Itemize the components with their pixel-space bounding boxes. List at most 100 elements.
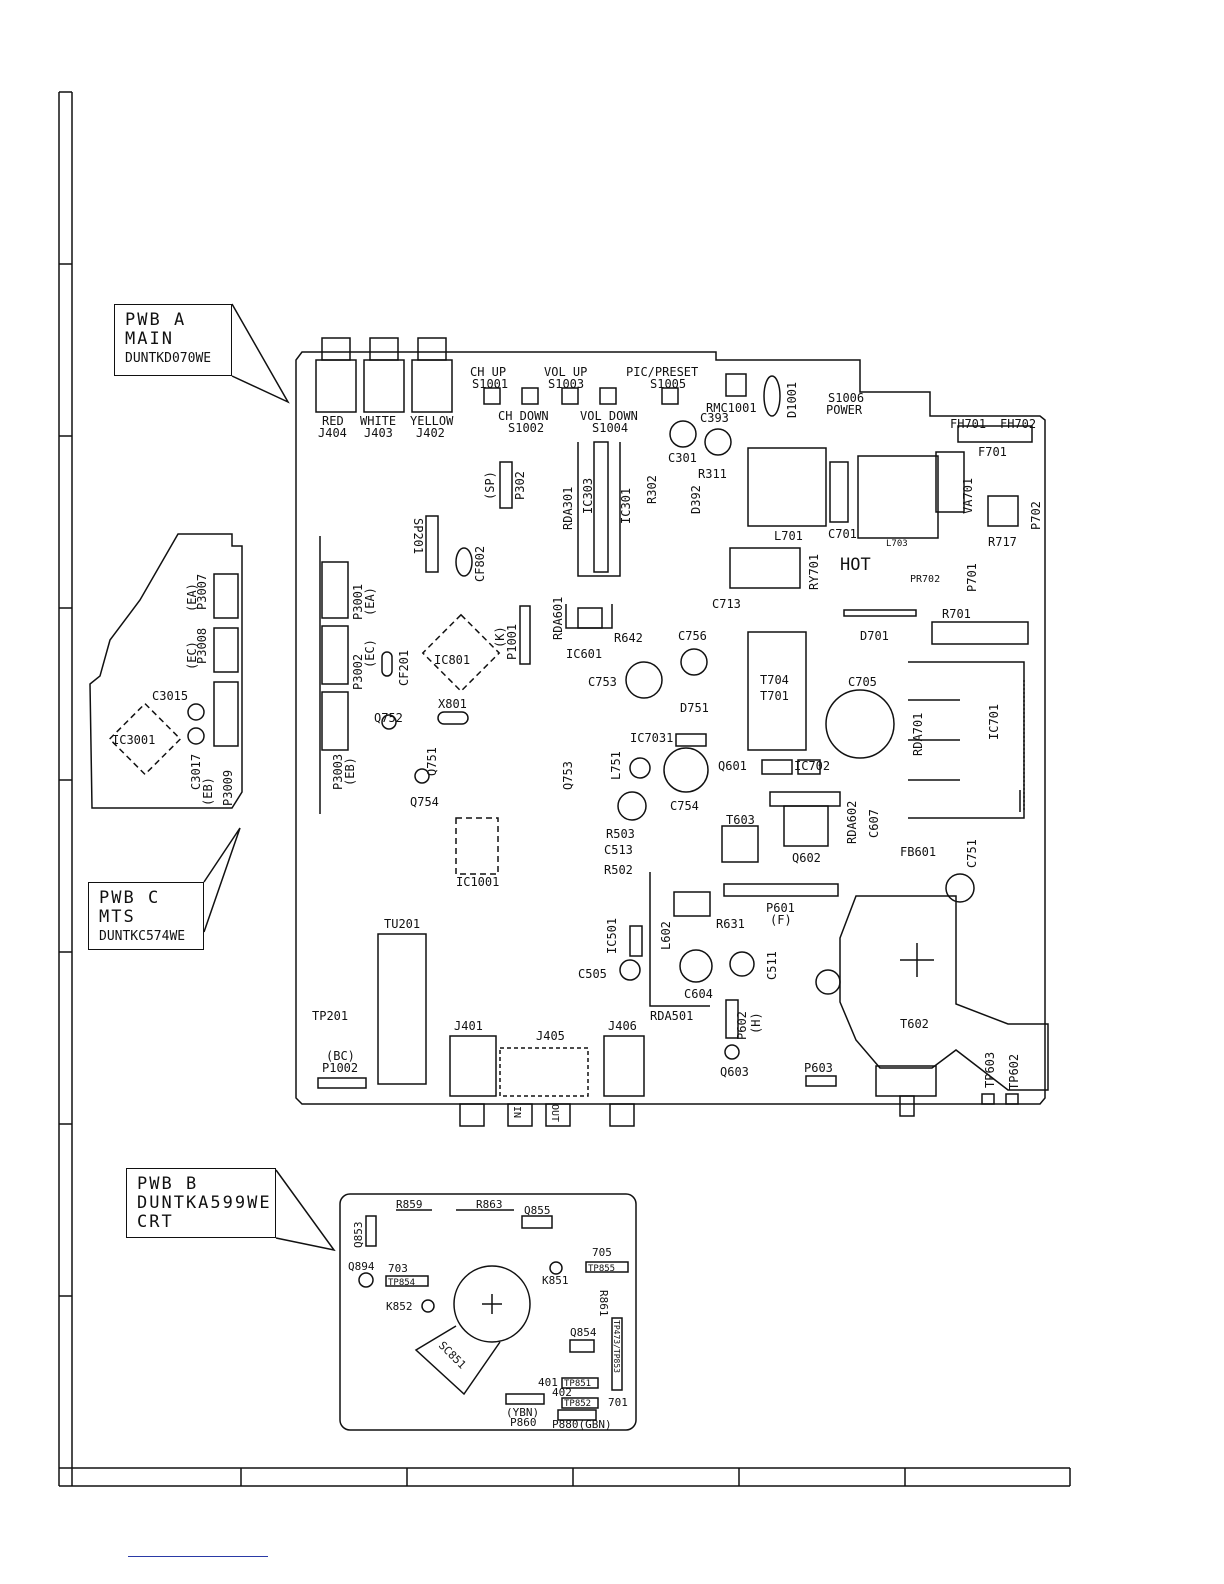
label-bc: (BC) xyxy=(326,1049,355,1063)
p601 xyxy=(723,883,839,897)
label-ic601: IC601 xyxy=(566,647,602,661)
rca-jacks-top xyxy=(315,337,453,413)
label-q751: Q751 xyxy=(425,747,439,776)
label-q853: Q853 xyxy=(352,1222,365,1249)
label-p3002-ec: (EC) xyxy=(363,639,377,668)
label-l703: L703 xyxy=(886,539,908,549)
pwb-c-line3: DUNTKC574WE xyxy=(99,929,186,944)
label-p3008: P3008 xyxy=(195,628,209,664)
label-vol-up: VOL UP xyxy=(544,365,587,379)
label-c754: C754 xyxy=(670,799,699,813)
label-fh702: FH702 xyxy=(1000,417,1036,431)
label-hot: HOT xyxy=(840,555,871,575)
label-402: 402 xyxy=(552,1386,572,1399)
board-c-outline xyxy=(89,533,243,809)
label-c604: C604 xyxy=(684,987,713,1001)
label-p880: P880(GBN) xyxy=(552,1418,612,1431)
bottom-link-line[interactable] xyxy=(128,1556,268,1557)
label-c607: C607 xyxy=(867,809,881,838)
r701 xyxy=(931,621,1029,645)
label-rda602: RDA602 xyxy=(845,801,859,844)
label-out: OUT xyxy=(549,1104,560,1122)
label-c705: C705 xyxy=(848,675,877,689)
label-x801: X801 xyxy=(438,697,467,711)
sp201 xyxy=(425,515,439,573)
label-ic501: IC501 xyxy=(605,918,619,954)
label-fh701: FH701 xyxy=(950,417,986,431)
label-ch-up: CH UP xyxy=(470,365,506,379)
label-ry701: RY701 xyxy=(807,554,821,590)
label-l751: L751 xyxy=(609,751,623,780)
label-s1005: S1005 xyxy=(650,377,686,391)
p603 xyxy=(805,1075,837,1087)
label-t602: T602 xyxy=(900,1017,929,1031)
label-c393: C393 xyxy=(700,411,729,425)
fuse-f701 xyxy=(957,425,1033,443)
label-c701: C701 xyxy=(828,527,857,541)
label-s1002: S1002 xyxy=(508,421,544,435)
label-d1001: D1001 xyxy=(785,382,799,418)
label-t704: T704 xyxy=(760,673,789,687)
label-ic3001: IC3001 xyxy=(112,733,155,747)
label-red: RED xyxy=(322,414,344,428)
p302 xyxy=(499,461,513,509)
label-l701: L701 xyxy=(774,529,803,543)
label-p702: P702 xyxy=(1029,501,1043,530)
label-r503: R503 xyxy=(606,827,635,841)
label-rda501: RDA501 xyxy=(650,1009,693,1023)
t704-t701 xyxy=(747,631,807,751)
l701 xyxy=(747,447,827,527)
crt-socket xyxy=(453,1265,531,1343)
label-r642: R642 xyxy=(614,631,643,645)
callout-pwb-b: PWB B DUNTKA599WE CRT xyxy=(126,1168,276,1238)
label-j406: J406 xyxy=(608,1019,637,1033)
label-d701: D701 xyxy=(860,629,889,643)
label-c-ea: (EA) xyxy=(185,583,199,612)
label-p1002: P1002 xyxy=(322,1061,358,1075)
label-tp602: TP602 xyxy=(1007,1054,1021,1090)
label-j404: J404 xyxy=(318,426,347,440)
label-k: (K) xyxy=(493,626,507,648)
label-p602-h: (H) xyxy=(749,1012,763,1034)
label-vol-down: VOL DOWN xyxy=(580,409,638,423)
label-c751: C751 xyxy=(965,839,979,868)
label-tp851: TP851 xyxy=(564,1379,591,1389)
label-ic702: IC702 xyxy=(794,759,830,773)
p3002 xyxy=(321,625,349,685)
label-q855: Q855 xyxy=(524,1204,551,1217)
label-c513: C513 xyxy=(604,843,633,857)
t602 xyxy=(839,895,1049,1091)
label-f701: F701 xyxy=(978,445,1007,459)
label-tp855: TP855 xyxy=(588,1264,615,1274)
label-401: 401 xyxy=(538,1376,558,1389)
label-tp852: TP852 xyxy=(564,1399,591,1409)
label-s1003: S1003 xyxy=(548,377,584,391)
label-p302: P302 xyxy=(513,471,527,500)
label-q601: Q601 xyxy=(718,759,747,773)
label-p3007: P3007 xyxy=(195,574,209,610)
label-rda301: RDA301 xyxy=(561,487,575,530)
label-r311: R311 xyxy=(698,467,727,481)
label-t603: T603 xyxy=(726,813,755,827)
label-p3009: P3009 xyxy=(221,770,235,806)
label-ch-down: CH DOWN xyxy=(498,409,549,423)
label-701: 701 xyxy=(608,1396,628,1409)
board-b-outline xyxy=(339,1193,637,1431)
label-p3003-eb: (EB) xyxy=(343,757,357,786)
ic1001 xyxy=(455,817,499,875)
label-p701: P701 xyxy=(965,563,979,592)
label-ic1001: IC1001 xyxy=(456,875,499,889)
label-c3017: C3017 xyxy=(189,754,203,790)
label-rda601: RDA601 xyxy=(551,597,565,640)
label-c301: C301 xyxy=(668,451,697,465)
pwb-c-line1: PWB C xyxy=(99,888,161,908)
label-power: POWER xyxy=(826,403,863,417)
label-t701: T701 xyxy=(760,689,789,703)
label-c-ec: (EC) xyxy=(185,641,199,670)
label-c505: C505 xyxy=(578,967,607,981)
label-r302: R302 xyxy=(645,475,659,504)
pwb-a-pointer xyxy=(231,303,290,404)
ic3001 xyxy=(108,702,182,776)
label-tu201: TU201 xyxy=(384,917,420,931)
label-q752: Q752 xyxy=(374,711,403,725)
